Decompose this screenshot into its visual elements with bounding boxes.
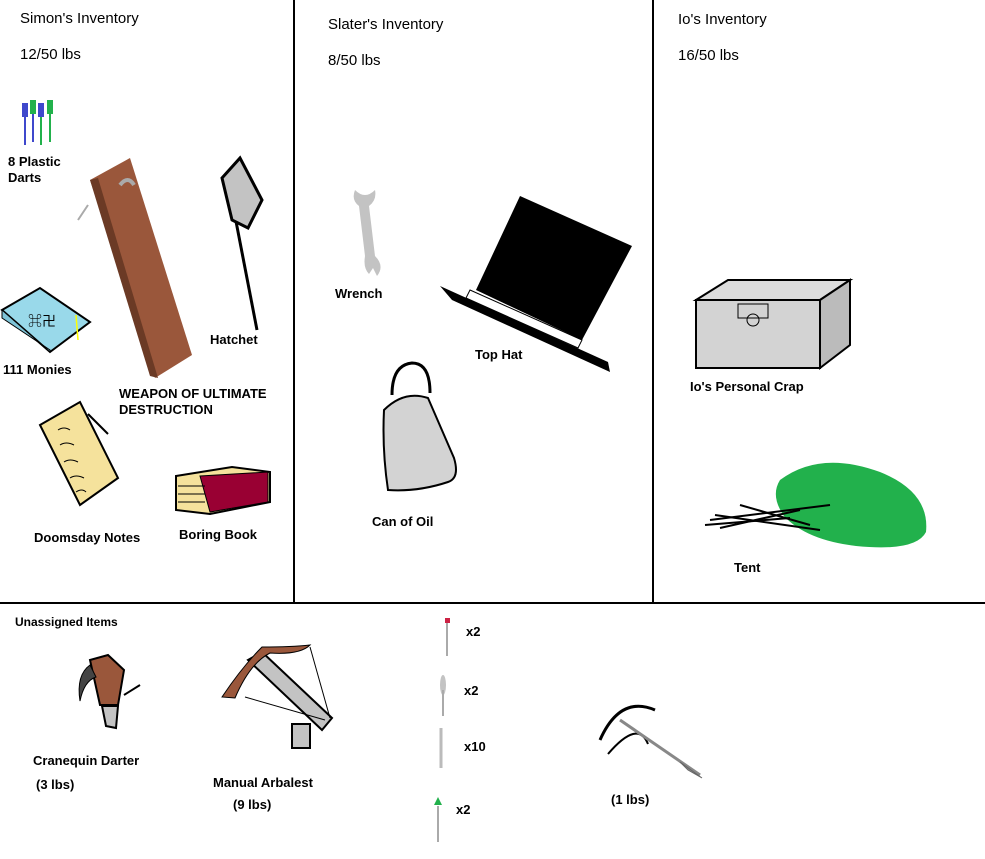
red-tipped-bolt-icon <box>445 618 450 656</box>
cranequin-darter-icon <box>78 653 141 730</box>
item-cranequin-darter[interactable]: Cranequin Darter <box>33 753 140 768</box>
cranequin-darter-weight: (3 lbs) <box>36 777 75 792</box>
bolt-count-red: x2 <box>466 624 481 639</box>
gray-bolt-icon <box>440 675 446 716</box>
boring-book-icon <box>175 465 271 516</box>
item-manual-arbalest[interactable]: Manual Arbalest <box>213 775 313 790</box>
slater-inventory-title: Slater's Inventory <box>328 16 444 33</box>
item-personal-crap[interactable]: Io's Personal Crap <box>690 379 804 394</box>
item-hatchet[interactable]: Hatchet <box>210 332 258 347</box>
item-wrench[interactable]: Wrench <box>335 286 383 301</box>
hatchet-icon <box>220 155 264 331</box>
green-tipped-bolt-icon <box>434 797 442 842</box>
simon-weight: 12/50 lbs <box>20 46 81 63</box>
tent-icon <box>704 462 927 548</box>
top-hat-icon <box>440 196 632 372</box>
item-boring-book[interactable]: Boring Book <box>179 527 257 542</box>
small-crossbow-weight: (1 lbs) <box>611 792 650 807</box>
unassigned-title: Unassigned Items <box>15 615 118 629</box>
wrench-icon <box>353 190 381 276</box>
divider-unassigned <box>0 602 985 604</box>
item-can-of-oil[interactable]: Can of Oil <box>372 514 434 529</box>
weapon-plank-icon <box>77 158 192 378</box>
item-tent[interactable]: Tent <box>734 560 761 575</box>
item-doomsday-notes[interactable]: Doomsday Notes <box>34 530 141 545</box>
doomsday-notes-icon <box>38 400 120 507</box>
bolt-count-light: x10 <box>464 739 486 754</box>
bolt-icons <box>434 618 450 842</box>
slater-weight: 8/50 lbs <box>328 52 381 69</box>
personal-crap-box-icon <box>692 278 854 371</box>
small-crossbow-icon <box>598 704 703 779</box>
item-top-hat[interactable]: Top Hat <box>475 347 523 362</box>
item-plastic-darts[interactable]: 8 Plastic Darts <box>8 154 61 185</box>
svg-text:⌘卍: ⌘卍 <box>28 313 56 329</box>
oil-can-icon <box>382 361 457 492</box>
item-monies[interactable]: 111 Monies <box>3 362 72 377</box>
item-weapon-of-ultimate-destruction[interactable]: WEAPON OF ULTIMATE DESTRUCTION <box>119 386 267 417</box>
divider-simon-slater <box>293 0 295 603</box>
monies-book-icon: ⌘卍 <box>0 286 92 354</box>
plastic-darts-icon <box>22 100 53 145</box>
bolt-count-gray: x2 <box>464 683 479 698</box>
io-inventory-title: Io's Inventory <box>678 11 767 28</box>
simon-inventory-title: Simon's Inventory <box>20 10 139 27</box>
divider-slater-io <box>652 0 654 603</box>
bolt-count-green: x2 <box>456 802 471 817</box>
manual-arbalest-icon <box>221 644 334 749</box>
io-weight: 16/50 lbs <box>678 47 739 64</box>
manual-arbalest-weight: (9 lbs) <box>233 797 272 812</box>
